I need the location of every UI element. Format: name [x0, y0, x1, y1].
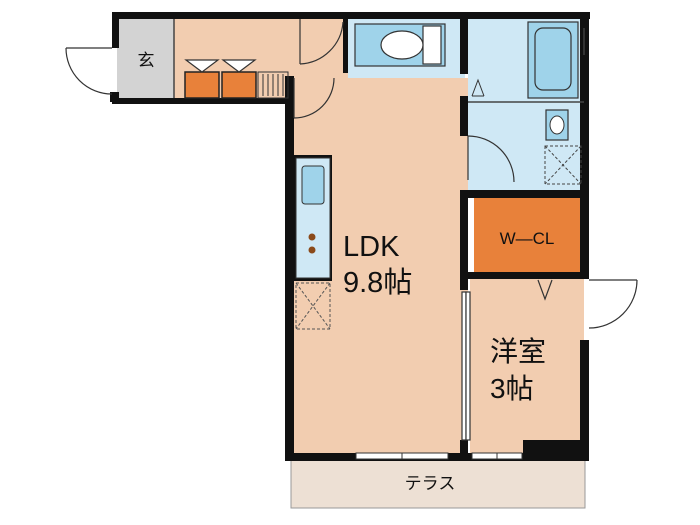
toilet — [354, 23, 446, 67]
ldk-size: 9.8帖 — [343, 266, 412, 299]
walk-in-closet-label: W—CL — [500, 229, 555, 248]
entrance-door — [65, 47, 113, 95]
bath-door — [471, 78, 485, 97]
western-room-size: 3帖 — [490, 373, 534, 404]
ldk-door — [293, 19, 344, 119]
sliding-door — [461, 291, 471, 441]
ldk-label: LDK — [343, 231, 400, 263]
kitchen — [295, 157, 331, 330]
terrace-label: テラス — [405, 474, 456, 493]
entrance-label: 玄 — [138, 51, 155, 70]
walk-in-closet-floor — [474, 198, 580, 274]
western-room-door — [537, 279, 638, 329]
bathtub — [527, 21, 585, 99]
shoe-cabinet — [184, 59, 289, 99]
partitions — [173, 19, 584, 103]
western-room-floor — [470, 278, 584, 456]
entrance-floor — [117, 18, 174, 100]
western-room-label: 洋室 — [490, 336, 546, 367]
wash-basin — [545, 109, 569, 141]
terrace-windows — [355, 452, 523, 460]
washroom-door — [467, 135, 515, 183]
terrace-floor — [290, 459, 586, 509]
washing-machine-space — [544, 145, 582, 185]
